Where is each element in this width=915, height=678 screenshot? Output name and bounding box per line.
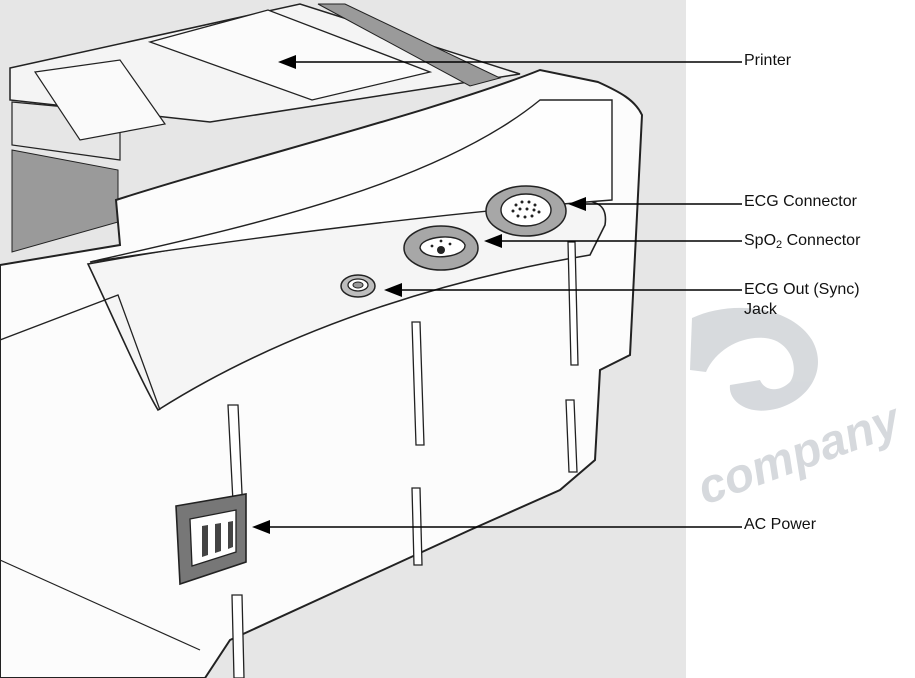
body-edge-line-2 bbox=[0, 559, 201, 651]
leader-ecg-out-jack bbox=[384, 283, 742, 297]
label-ac-power: AC Power bbox=[744, 516, 817, 533]
printer-paper-tray bbox=[147, 9, 433, 101]
ecg-out-jack bbox=[340, 274, 376, 298]
printer-dark-band-right bbox=[317, 3, 502, 87]
watermark: company bbox=[690, 307, 909, 516]
label-ecg-connector: ECG Connector bbox=[744, 193, 857, 210]
ac-power-inlet bbox=[175, 493, 247, 586]
spo2-subscript: 2 bbox=[776, 239, 783, 251]
watermark-text: company bbox=[691, 393, 909, 516]
spo2-suffix: Connector bbox=[782, 232, 861, 249]
leader-ecg-connector bbox=[568, 197, 742, 211]
rib-4 bbox=[565, 399, 578, 473]
rib-6 bbox=[231, 594, 245, 678]
label-spo2-connector: SpO2 Connector bbox=[744, 231, 860, 251]
label-printer: Printer bbox=[744, 52, 792, 69]
panel-back-wall bbox=[89, 99, 613, 263]
body-edge-line-1 bbox=[0, 294, 161, 411]
label-ecg-out-jack: ECG Out (Sync) Jack bbox=[744, 280, 860, 320]
leader-ac-power bbox=[252, 520, 742, 534]
leader-printer bbox=[278, 55, 742, 69]
ecg-out-line1: ECG Out (Sync) bbox=[744, 281, 860, 298]
spo2-connector bbox=[403, 225, 479, 271]
spo2-prefix: SpO bbox=[744, 232, 777, 249]
printer-slot-inner bbox=[33, 59, 167, 141]
rib-3 bbox=[567, 241, 579, 366]
callout-leaders bbox=[252, 55, 742, 534]
leader-spo2-connector bbox=[484, 234, 742, 248]
rib-2 bbox=[411, 321, 425, 446]
ecg-out-line2: Jack bbox=[744, 301, 777, 318]
ecg-connector bbox=[485, 185, 567, 237]
